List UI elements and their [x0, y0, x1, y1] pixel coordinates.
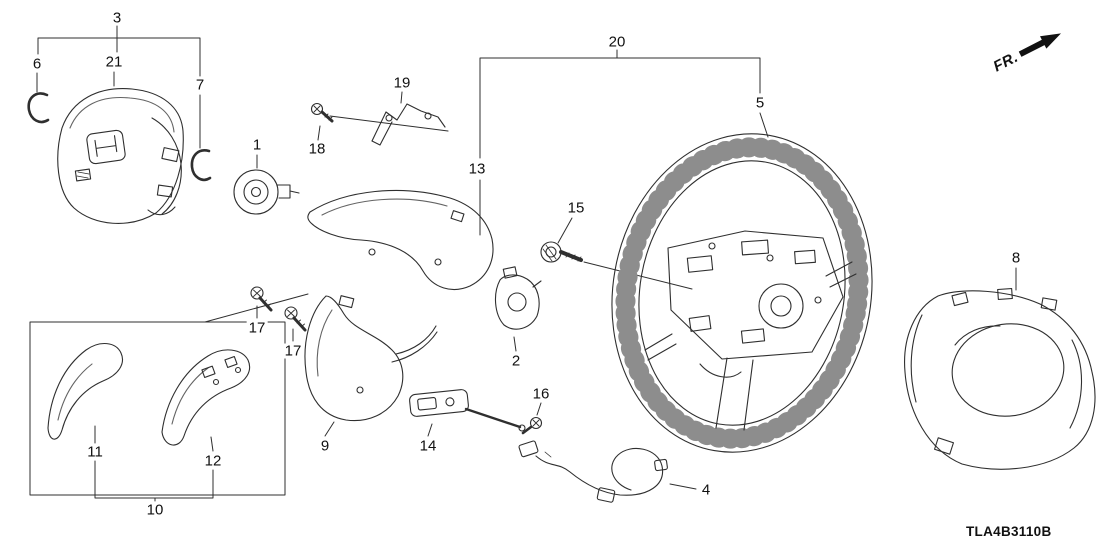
- screw-17a-art: [250, 286, 273, 312]
- callout-5: 5: [753, 94, 767, 112]
- callout-8: 8: [1009, 249, 1023, 267]
- screw-16-art: [521, 416, 543, 435]
- screw-18-art: [310, 102, 334, 123]
- fr-direction-indicator: FR.: [990, 24, 1067, 77]
- emblem-icon: [86, 129, 126, 165]
- callout-20: 20: [606, 33, 628, 51]
- screw-17b-art: [284, 306, 307, 332]
- garnish-13-art: [307, 189, 494, 290]
- trim-11-art: [47, 343, 123, 440]
- callout-17b: 17: [282, 342, 304, 360]
- screw-15-art: [540, 241, 583, 263]
- airbag-module-art: [57, 88, 184, 224]
- hook-tool-7-art: [190, 149, 212, 182]
- callout-4: 4: [699, 481, 713, 499]
- steering-wheel-art: [611, 133, 873, 453]
- callout-15: 15: [565, 199, 587, 217]
- trim-12-art: [161, 349, 251, 446]
- column-cover-8-art: [904, 287, 1096, 470]
- switch-14-art: [409, 389, 526, 432]
- callout-13: 13: [466, 160, 488, 178]
- callout-1: 1: [250, 136, 264, 154]
- switch-1-art: [233, 169, 300, 215]
- callout-9: 9: [318, 437, 332, 455]
- fr-arrow-icon: [1018, 33, 1061, 58]
- hook-tool-6-art: [27, 92, 50, 124]
- group-box-10: [29, 293, 309, 496]
- column-cover-9-art: [304, 295, 438, 422]
- callout-16: 16: [530, 385, 552, 403]
- callout-12: 12: [202, 452, 224, 470]
- cable-reel-cord-art: [518, 440, 668, 503]
- callout-10: 10: [144, 501, 166, 519]
- body-cover-2-art: [495, 266, 542, 330]
- callout-19: 19: [391, 74, 413, 92]
- callout-11: 11: [85, 443, 105, 461]
- callout-17a: 17: [246, 319, 268, 337]
- callout-14: 14: [417, 437, 439, 455]
- callout-3: 3: [110, 9, 124, 27]
- callout-21: 21: [103, 53, 125, 71]
- diagram-code: TLA4B3110B: [966, 524, 1052, 539]
- bracket-19-art: [371, 103, 446, 146]
- callout-2: 2: [509, 352, 523, 370]
- callout-18: 18: [306, 140, 328, 158]
- callout-6: 6: [30, 55, 44, 73]
- callout-7: 7: [193, 76, 207, 94]
